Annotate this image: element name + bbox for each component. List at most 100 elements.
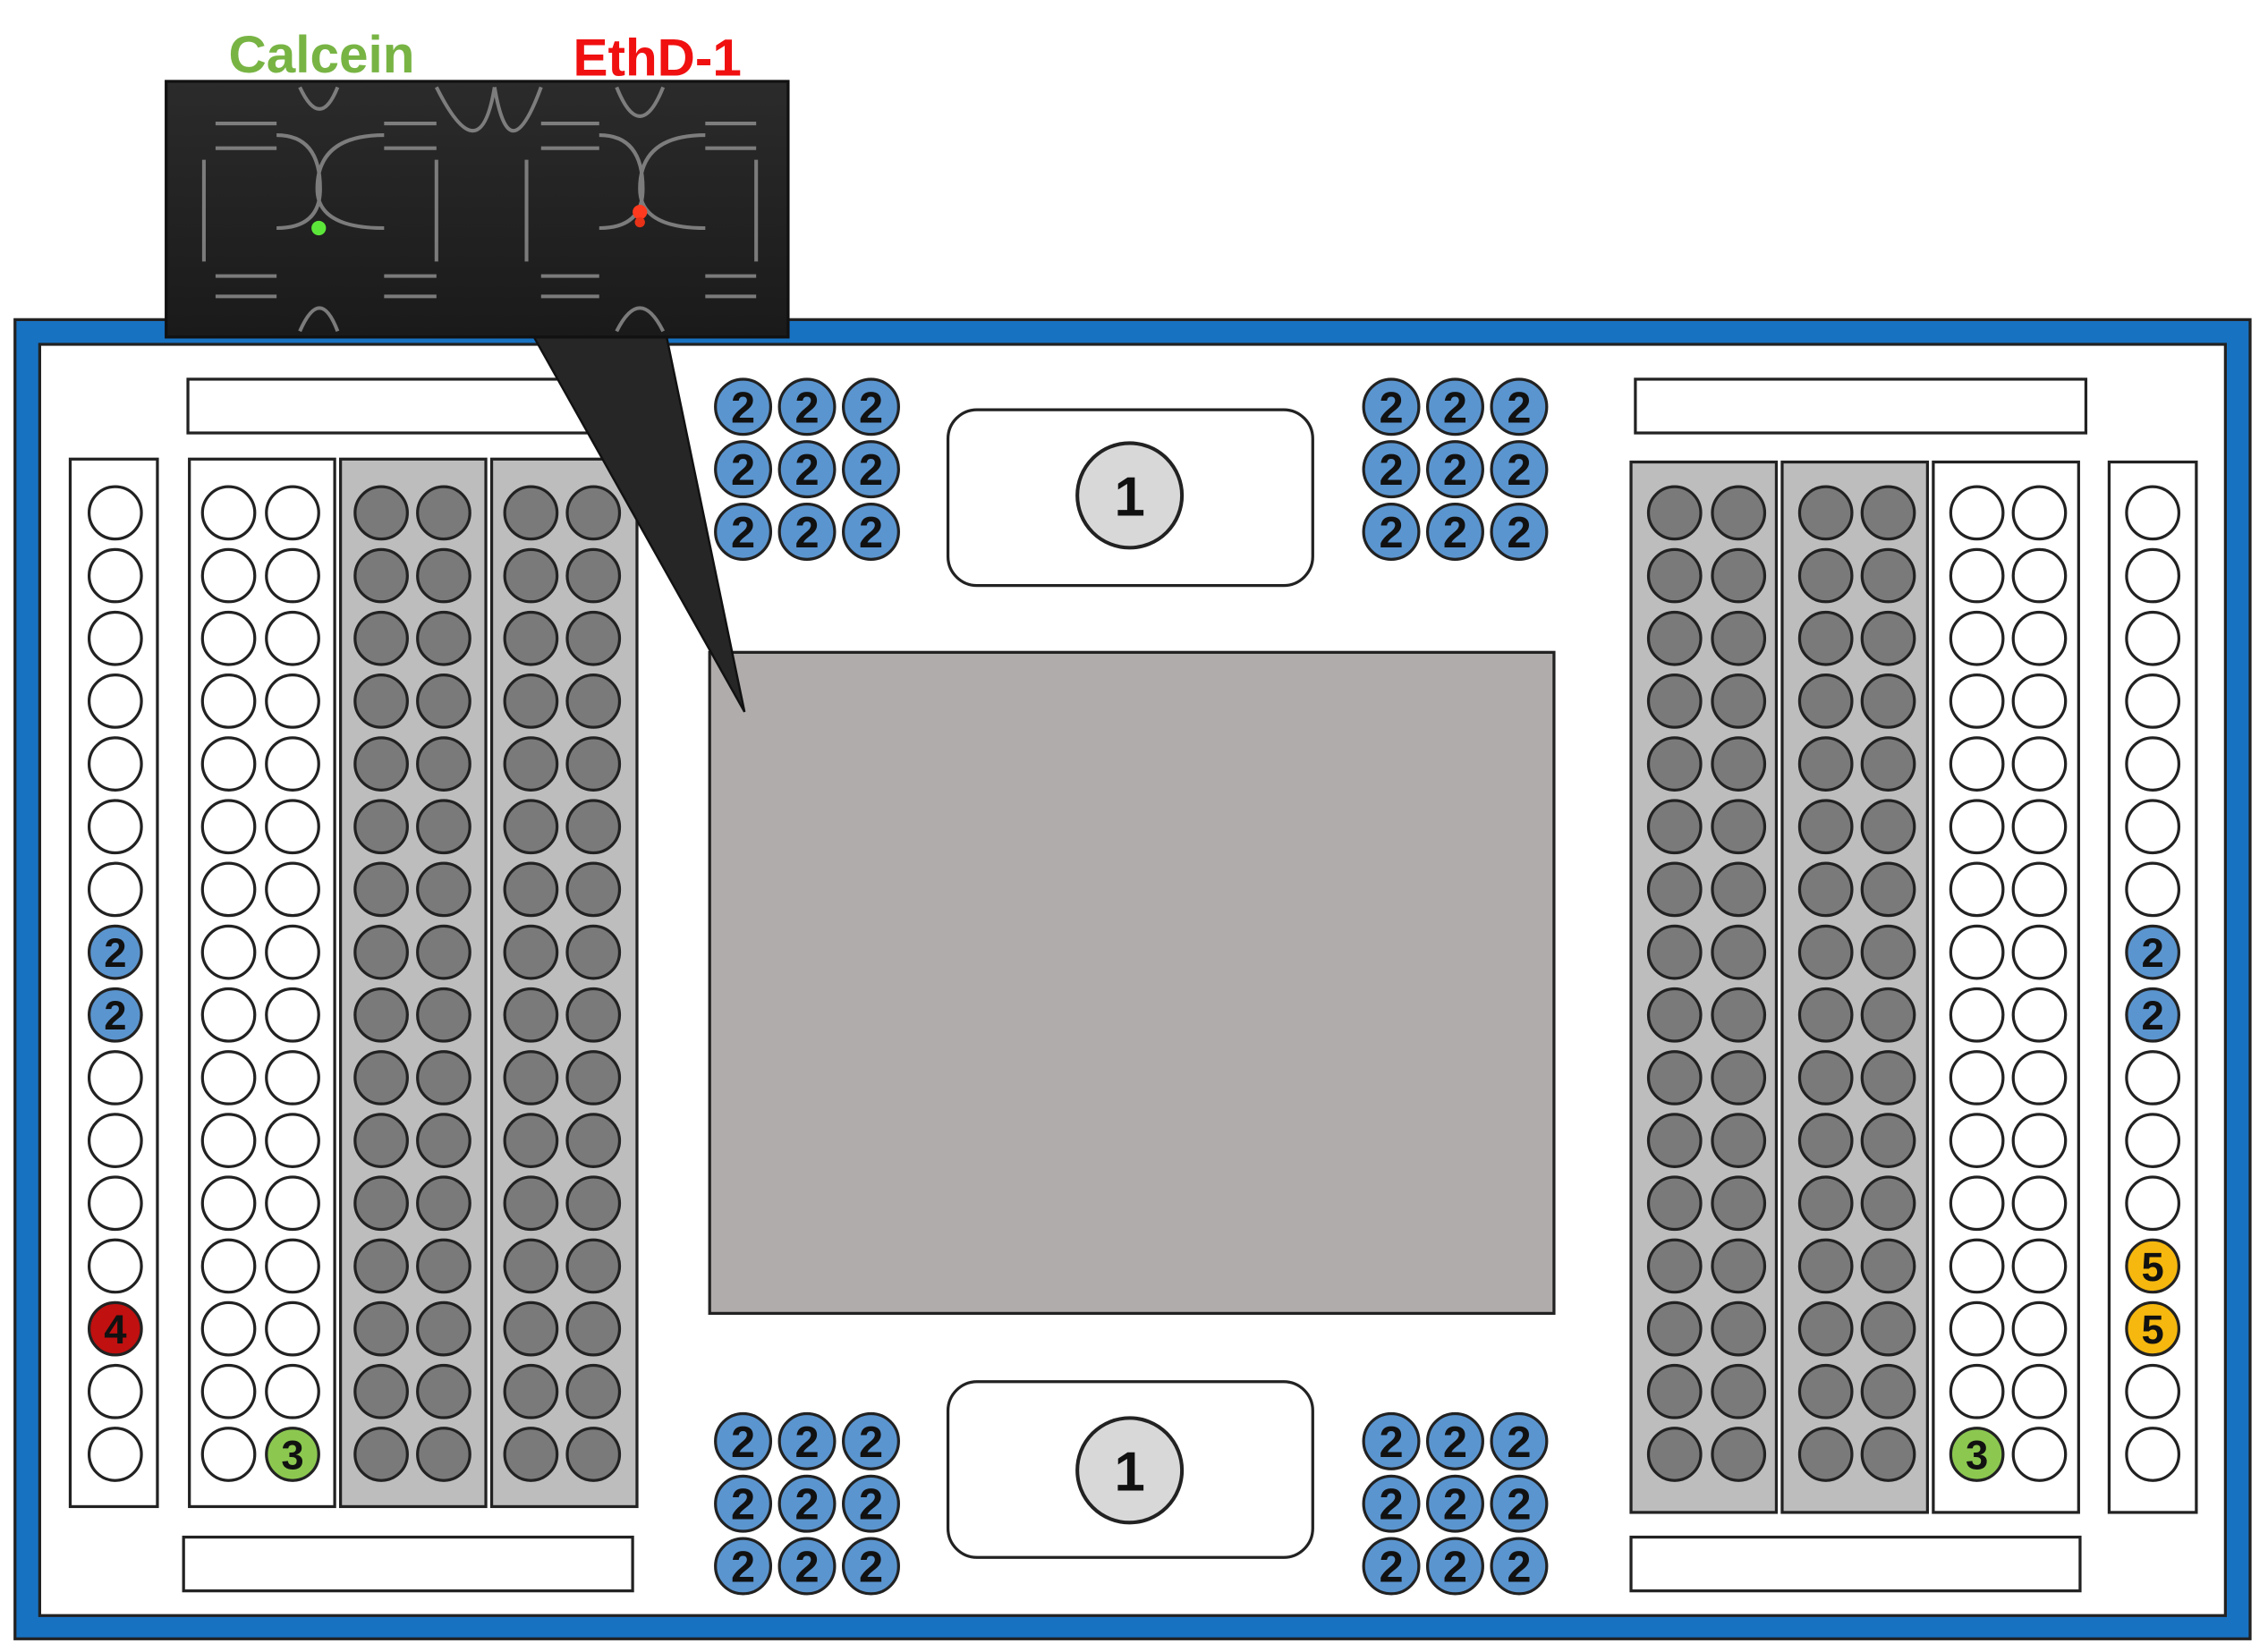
cluster-3-label-1: 2 (731, 1419, 755, 1467)
well-right-single-9-label: 2 (2142, 993, 2164, 1038)
well-right-grey2-a-10 (1797, 1050, 1854, 1106)
cluster-4-label-1: 2 (1379, 1419, 1403, 1467)
well-right-pair-b-8 (2011, 924, 2068, 980)
cluster-2-label-6: 2 (1507, 446, 1531, 495)
well-left-grey2-a-7 (503, 861, 559, 918)
cluster-2-label-9: 2 (1507, 509, 1531, 557)
well-right-grey1-b-5 (1711, 736, 1767, 792)
cluster-1-label-5: 2 (794, 446, 819, 495)
well-right-grey2-b-15 (1860, 1363, 1916, 1419)
well-right-grey2-b-7 (1860, 861, 1916, 918)
well-left-single-14-red-marker (87, 1300, 143, 1357)
well-right-pair-a-2 (1949, 547, 2005, 604)
well-left-single-10 (87, 1050, 143, 1106)
cluster-2-marker-9 (1490, 503, 1549, 561)
cluster-3-label-6: 2 (859, 1481, 883, 1529)
cluster-1-label-7: 2 (731, 509, 755, 557)
well-right-pair-b-11 (2011, 1113, 2068, 1168)
well-right-single-8-label: 2 (2142, 930, 2164, 976)
well-left-pair-b-3 (265, 610, 320, 666)
central-chamber (708, 650, 1556, 1316)
well-right-grey1-a-1 (1646, 485, 1703, 541)
well-right-grey2-a-12 (1797, 1175, 1854, 1232)
well-right-pair-b-4 (2011, 674, 2068, 729)
well-left-grey1-b-6 (416, 799, 471, 855)
well-right-grey2-a-13 (1797, 1238, 1854, 1294)
cluster-4-label-4: 2 (1379, 1481, 1403, 1529)
stain-label-calcein: Calcein (229, 26, 415, 84)
micrograph-inset (165, 80, 790, 339)
well-left-single-5 (87, 736, 143, 792)
well-left-grey1-b-2 (416, 547, 471, 604)
well-left-pair-b-8 (265, 924, 320, 980)
well-left-grey2-a-1 (503, 485, 559, 541)
well-left-pair-b-15 (265, 1363, 320, 1419)
well-right-grey1-a-11 (1646, 1113, 1703, 1168)
well-right-grey1-b-4 (1711, 674, 1767, 729)
cluster-3-label-8: 2 (794, 1544, 819, 1592)
well-right-grey1-b-9 (1711, 987, 1767, 1043)
well-left-pair-b-9 (265, 987, 320, 1043)
well-left-pair-b-16-green-marker (265, 1427, 320, 1482)
port-label-top: 1 (1114, 467, 1144, 529)
well-right-single-15 (2125, 1363, 2181, 1419)
well-right-grey1-b-10 (1711, 1050, 1767, 1106)
well-left-grey2-b-12 (565, 1175, 622, 1232)
well-right-pair-a-14 (1949, 1300, 2005, 1357)
well-left-grey2-b-15 (565, 1363, 622, 1419)
well-right-single-13-label: 5 (2142, 1244, 2164, 1290)
well-right-grey2-a-16 (1797, 1427, 1854, 1482)
well-left-pair-a-7 (200, 861, 257, 918)
well-left-grey1-b-9 (416, 987, 471, 1043)
well-right-pair-b-3 (2011, 610, 2068, 666)
calcein-live-cell (311, 220, 327, 236)
cluster-3-label-3: 2 (859, 1419, 883, 1467)
well-left-grey2-b-13 (565, 1238, 622, 1294)
well-left-grey1-a-1 (353, 485, 409, 541)
cluster-3-marker-5 (777, 1474, 837, 1533)
well-left-single-9-blue-marker (87, 987, 143, 1043)
cluster-2-marker-5 (1425, 440, 1484, 499)
well-left-grey2-b-1 (565, 485, 622, 541)
well-left-single-13 (87, 1238, 143, 1294)
cluster-2-label-8: 2 (1443, 509, 1467, 557)
well-right-grey1-a-9 (1646, 987, 1703, 1043)
well-right-grey2-a-8 (1797, 924, 1854, 980)
well-right-grey2-a-9 (1797, 987, 1854, 1043)
well-left-pair-a-6 (200, 799, 257, 855)
well-right-grey2-b-12 (1860, 1175, 1916, 1232)
well-left-grey1-b-8 (416, 924, 471, 980)
well-left-pair-b-10 (265, 1050, 320, 1106)
cluster-4-label-8: 2 (1443, 1544, 1467, 1592)
well-left-grey2-a-16 (503, 1427, 559, 1482)
well-right-grey1-b-7 (1711, 861, 1767, 918)
well-left-single-1 (87, 485, 143, 541)
well-right-pair-b-6 (2011, 799, 2068, 855)
well-right-grey2-a-1 (1797, 485, 1854, 541)
cluster-3-label-2: 2 (794, 1419, 819, 1467)
cluster-1-label-6: 2 (859, 446, 883, 495)
well-left-grey2-b-14 (565, 1300, 622, 1357)
well-right-grey2-b-10 (1860, 1050, 1916, 1106)
well-right-single-10 (2125, 1050, 2181, 1106)
well-right-grey1-b-11 (1711, 1113, 1767, 1168)
well-left-pair-a-4 (200, 674, 257, 729)
well-left-grey2-b-10 (565, 1050, 622, 1106)
cluster-4-marker-6 (1490, 1474, 1549, 1533)
well-left-pair-a-12 (200, 1175, 257, 1232)
well-left-grey2-b-3 (565, 610, 622, 666)
cluster-4-marker-7 (1362, 1537, 1421, 1596)
well-left-pair-b-16-label: 3 (281, 1432, 303, 1478)
cluster-4-marker-1 (1362, 1411, 1421, 1470)
well-left-grey1-b-5 (416, 736, 471, 792)
cluster-1-marker-8 (777, 503, 837, 561)
well-right-grey1-a-2 (1646, 547, 1703, 604)
well-right-pair-a-13 (1949, 1238, 2005, 1294)
well-right-grey2-a-3 (1797, 610, 1854, 666)
well-right-pair-a-7 (1949, 861, 2005, 918)
cluster-2-label-3: 2 (1507, 384, 1531, 432)
cluster-2-marker-2 (1425, 377, 1484, 436)
well-left-grey2-b-2 (565, 547, 622, 604)
